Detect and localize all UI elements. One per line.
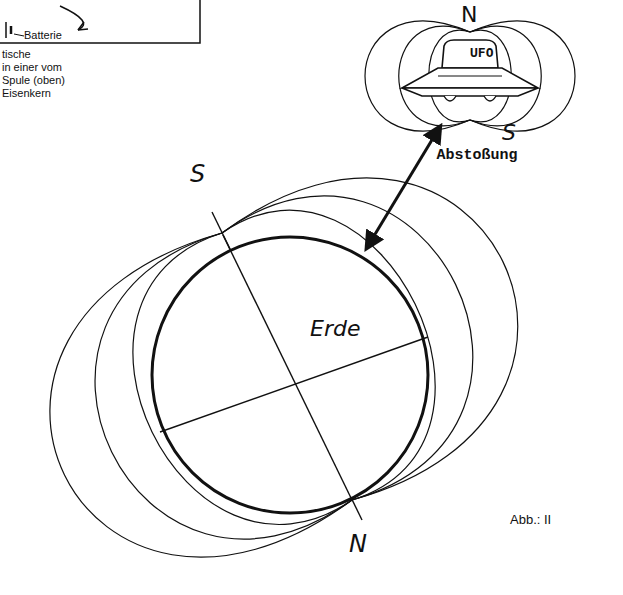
caption-line: in einer vom — [2, 61, 62, 73]
craft-label: UFO — [470, 45, 493, 60]
battery-symbol — [5, 22, 7, 38]
ufo-shape: UFO — [398, 38, 542, 116]
caption-line: Spule (oben) — [2, 74, 65, 86]
battery-symbol — [10, 26, 13, 34]
earth-circle: Erde — [150, 235, 430, 515]
pole-label: N — [461, 2, 477, 27]
pole-label: S — [190, 160, 205, 188]
part-label: Batterie — [24, 29, 62, 41]
pole-label: S — [502, 120, 516, 145]
earth-circle-outline — [150, 235, 430, 515]
figure-number: Abb.: II — [510, 512, 551, 527]
caption-line: Eisenkern — [2, 87, 51, 99]
repulsion-arrow — [367, 126, 441, 248]
planet-label: Erde — [310, 316, 360, 341]
earth-field-lines — [50, 178, 518, 557]
ufo-field-lines — [365, 21, 575, 131]
current-arrow — [78, 22, 88, 30]
edge-label: Abstoßung — [433, 147, 520, 164]
caption-line: tische — [2, 48, 31, 60]
inset-frame — [0, 0, 200, 43]
pole-label: N — [349, 530, 367, 558]
leader-line — [14, 34, 24, 36]
